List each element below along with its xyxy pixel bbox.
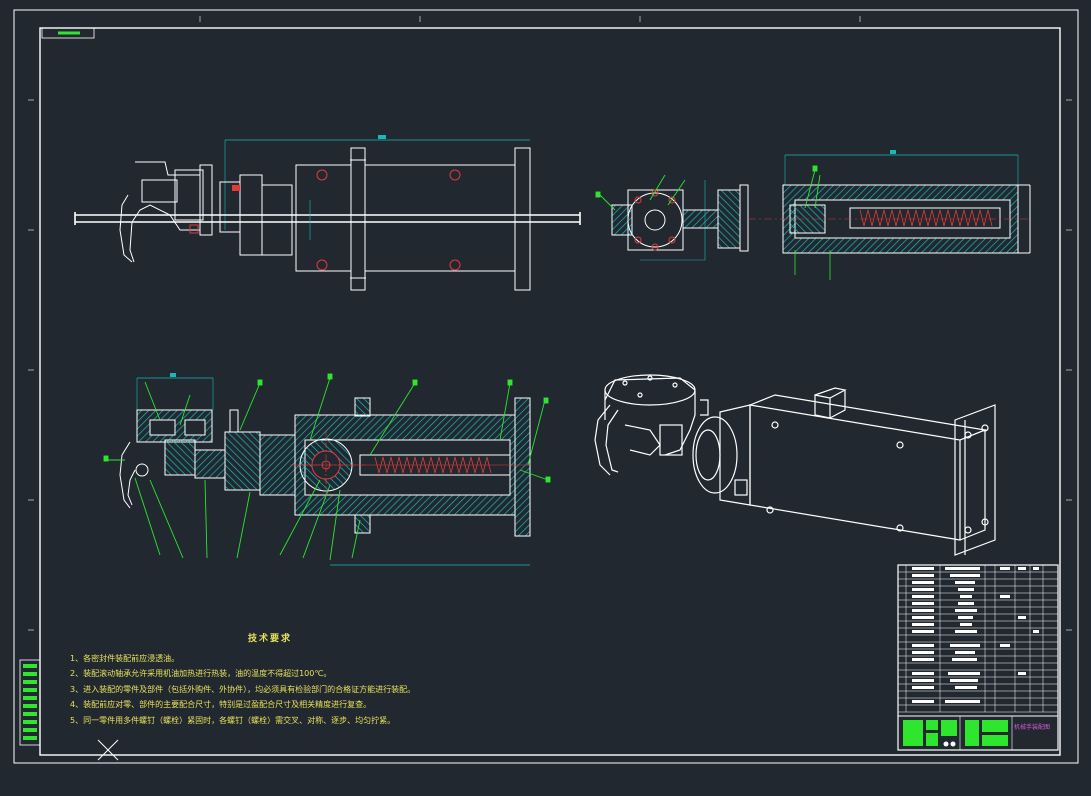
title-block-logo: [903, 720, 1008, 746]
technical-requirements: 技术要求 1、各密封件装配前应浸透油。 2、装配滚动轴承允许采用机油加热进行热装…: [70, 632, 430, 728]
cursor-crosshair-icon: [97, 739, 119, 761]
title-block: [897, 564, 1059, 751]
technical-requirements-title: 技术要求: [247, 634, 292, 644]
isometric-view: [594, 374, 996, 556]
technical-requirement-item: 3、进入装配的零件及部件（包括外购件、外协件），均必须具有检验部门的合格证方能进…: [70, 684, 416, 694]
left-code-strip: [19, 659, 41, 746]
frame-tick-marks: [28, 16, 1072, 631]
section-leader-lines: [103, 373, 551, 561]
drawing-number: 机械手装配图: [1014, 724, 1051, 731]
technical-requirement-item: 5、同一零件用多件螺钉（螺栓）紧固时，各螺钉（螺栓）需交叉、对称、逐步、均匀拧紧…: [70, 715, 396, 725]
sheet-frame: [13, 9, 1079, 764]
technical-requirement-item: 1、各密封件装配前应浸透油。: [70, 653, 180, 663]
technical-requirement-item: 4、装配前应对零、部件的主要配合尺寸，特别是过盈配合尺寸及相关精度进行复查。: [70, 700, 372, 709]
technical-requirement-item: 2、装配滚动轴承允许采用机油加热进行热装，油的温度不得超过100℃。: [70, 669, 332, 678]
section-view: [119, 373, 531, 566]
front-view: [74, 135, 581, 291]
side-view: [611, 150, 1031, 280]
side-leader-lines: [595, 165, 821, 211]
